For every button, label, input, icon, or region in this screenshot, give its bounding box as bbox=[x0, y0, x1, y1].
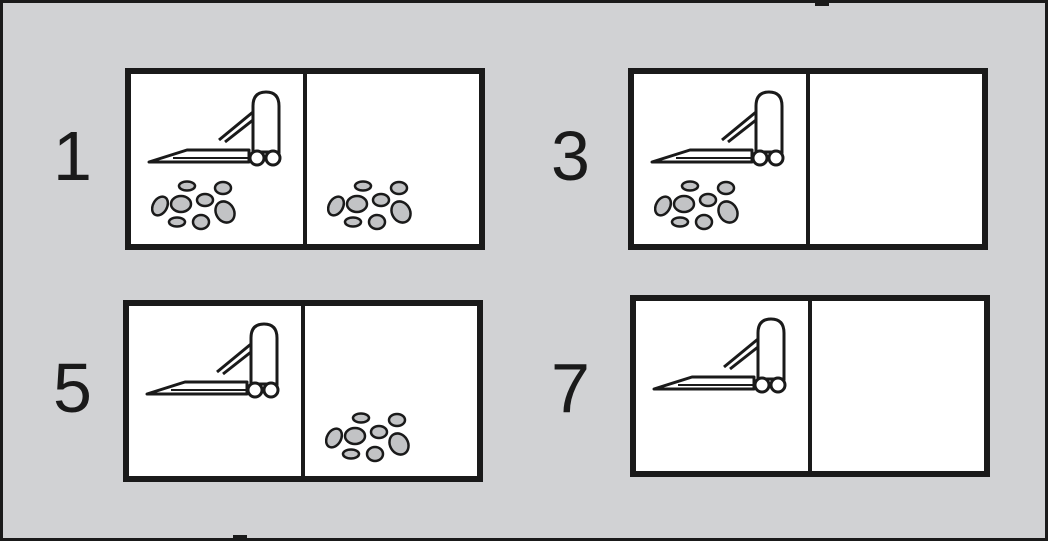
state-box bbox=[630, 295, 990, 477]
state-label: 5 bbox=[53, 349, 92, 427]
dirt-pile-icon bbox=[325, 410, 415, 466]
right-square bbox=[812, 301, 984, 471]
state-label: 7 bbox=[551, 349, 590, 427]
left-square bbox=[131, 74, 307, 244]
left-square bbox=[129, 306, 305, 476]
state-label: 1 bbox=[53, 117, 92, 195]
state-box bbox=[125, 68, 485, 250]
right-square bbox=[305, 306, 477, 476]
state-label: 3 bbox=[551, 117, 590, 195]
vacuum-cleaner-icon bbox=[650, 313, 794, 399]
state-box bbox=[628, 68, 988, 250]
left-square bbox=[636, 301, 812, 471]
right-square bbox=[810, 74, 982, 244]
vacuum-cleaner-icon bbox=[145, 86, 289, 172]
state-box bbox=[123, 300, 483, 482]
dirt-pile-icon bbox=[151, 178, 241, 234]
right-square bbox=[307, 74, 479, 244]
dirt-pile-icon bbox=[654, 178, 744, 234]
bottom-edge-mark bbox=[233, 535, 247, 538]
vacuum-cleaner-icon bbox=[143, 318, 287, 404]
dirt-pile-icon bbox=[327, 178, 417, 234]
top-edge-mark bbox=[815, 3, 829, 6]
left-square bbox=[634, 74, 810, 244]
vacuum-cleaner-icon bbox=[648, 86, 792, 172]
